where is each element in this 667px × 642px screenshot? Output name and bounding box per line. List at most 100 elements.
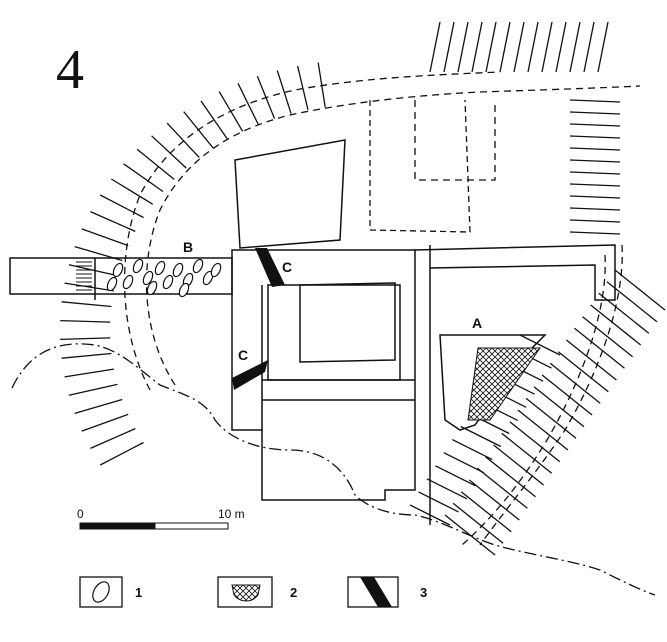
- hachure-line: [200, 100, 229, 140]
- hachure-line: [471, 21, 483, 73]
- hachure-line: [569, 171, 621, 175]
- hachure-line: [525, 397, 577, 439]
- hachure-line: [99, 441, 144, 466]
- stone: [154, 260, 166, 276]
- slope-hachures-outer: [60, 21, 609, 466]
- black-band-icon: [360, 577, 392, 607]
- stone: [142, 270, 154, 286]
- hachure-line: [61, 352, 112, 359]
- black-bands-c: [232, 248, 285, 390]
- hachure-line: [509, 421, 561, 463]
- hachure-line: [435, 465, 476, 487]
- label-b: B: [183, 239, 193, 255]
- stone-outline-icon: [92, 581, 110, 603]
- hachure-line: [136, 148, 175, 180]
- hachure-line: [60, 337, 111, 341]
- hachure-line: [541, 21, 553, 73]
- hachure-line: [452, 502, 504, 544]
- hachure-line: [74, 398, 123, 415]
- scale-start-label: 0: [77, 507, 84, 521]
- hachure-line: [513, 21, 525, 73]
- hachure-line: [68, 264, 118, 277]
- hachure-line: [317, 62, 326, 108]
- excavation-boundary: [11, 343, 656, 596]
- hachure-line: [81, 228, 129, 247]
- stone: [112, 262, 124, 278]
- hachure-line: [569, 219, 621, 223]
- hachure-line: [527, 21, 539, 73]
- legend-label-2: 2: [290, 585, 297, 600]
- crosshatch-area-a: [467, 347, 541, 421]
- hachure-line: [569, 159, 621, 163]
- hachure-line: [68, 383, 118, 396]
- stone: [172, 262, 184, 278]
- building-complex: [231, 139, 616, 525]
- hachure-line: [64, 368, 114, 378]
- hachure-line: [519, 334, 561, 356]
- label-c-lower: C: [238, 347, 248, 363]
- hachure-line: [583, 21, 595, 73]
- hachure-line: [565, 339, 617, 381]
- stone-cluster-b: [76, 258, 222, 298]
- label-a: A: [472, 315, 482, 331]
- legend-item-2: 2: [217, 576, 297, 608]
- hachure-line: [614, 269, 666, 311]
- stone: [122, 274, 134, 290]
- hachure-line: [460, 425, 502, 448]
- scale-end-label: 10 m: [218, 507, 245, 521]
- hachure-line: [443, 21, 455, 73]
- legend-label-1: 1: [135, 585, 142, 600]
- label-c-upper: C: [282, 259, 292, 275]
- hachure-line: [569, 99, 621, 103]
- hachure-line: [569, 207, 621, 211]
- hachure-line: [574, 327, 625, 369]
- hachure-line: [452, 439, 493, 461]
- hachure-line: [123, 163, 164, 193]
- slope-hachures-right: [409, 99, 666, 556]
- hachure-line: [90, 428, 136, 449]
- hachure-line: [64, 282, 114, 292]
- stone: [162, 274, 174, 290]
- stone: [192, 258, 204, 274]
- hachure-line: [569, 231, 621, 235]
- hachure-line: [555, 21, 567, 73]
- hachure-line: [81, 413, 129, 432]
- hachure-line: [468, 479, 520, 521]
- hachure-line: [90, 211, 136, 232]
- stone: [132, 258, 144, 274]
- embankment-dashed-lines: [123, 71, 641, 546]
- hachure-line: [151, 135, 187, 169]
- hachure-line: [99, 194, 144, 219]
- legend: 1 2 3: [79, 576, 427, 608]
- hachure-line: [517, 409, 569, 451]
- hachure-line: [296, 65, 309, 111]
- legend-label-3: 3: [420, 585, 427, 600]
- hachure-line: [569, 135, 621, 139]
- hachure-line: [237, 83, 259, 125]
- hachure-line: [460, 491, 512, 533]
- hachure-line: [110, 178, 154, 205]
- hachure-line: [557, 351, 609, 393]
- hachure-line: [485, 456, 536, 498]
- hachure-line: [597, 21, 609, 73]
- stone: [210, 262, 222, 278]
- hachure-line: [541, 374, 593, 416]
- hachure-line: [443, 452, 485, 474]
- scale-bar: 0 10 m: [77, 507, 245, 530]
- hachure-line: [476, 467, 528, 509]
- hachure-line: [276, 70, 292, 114]
- hachure-line: [569, 123, 621, 127]
- hachure-line: [590, 304, 642, 346]
- hachure-line: [60, 319, 111, 323]
- hachure-line: [582, 316, 634, 358]
- hachure-line: [569, 183, 621, 187]
- hachure-line: [501, 432, 553, 474]
- hachure-line: [426, 478, 468, 500]
- stone: [146, 280, 158, 296]
- hachure-line: [418, 491, 459, 513]
- hachure-line: [61, 301, 112, 308]
- crosshatch-icon: [231, 584, 261, 602]
- hachure-line: [166, 122, 200, 159]
- hachure-line: [533, 386, 585, 428]
